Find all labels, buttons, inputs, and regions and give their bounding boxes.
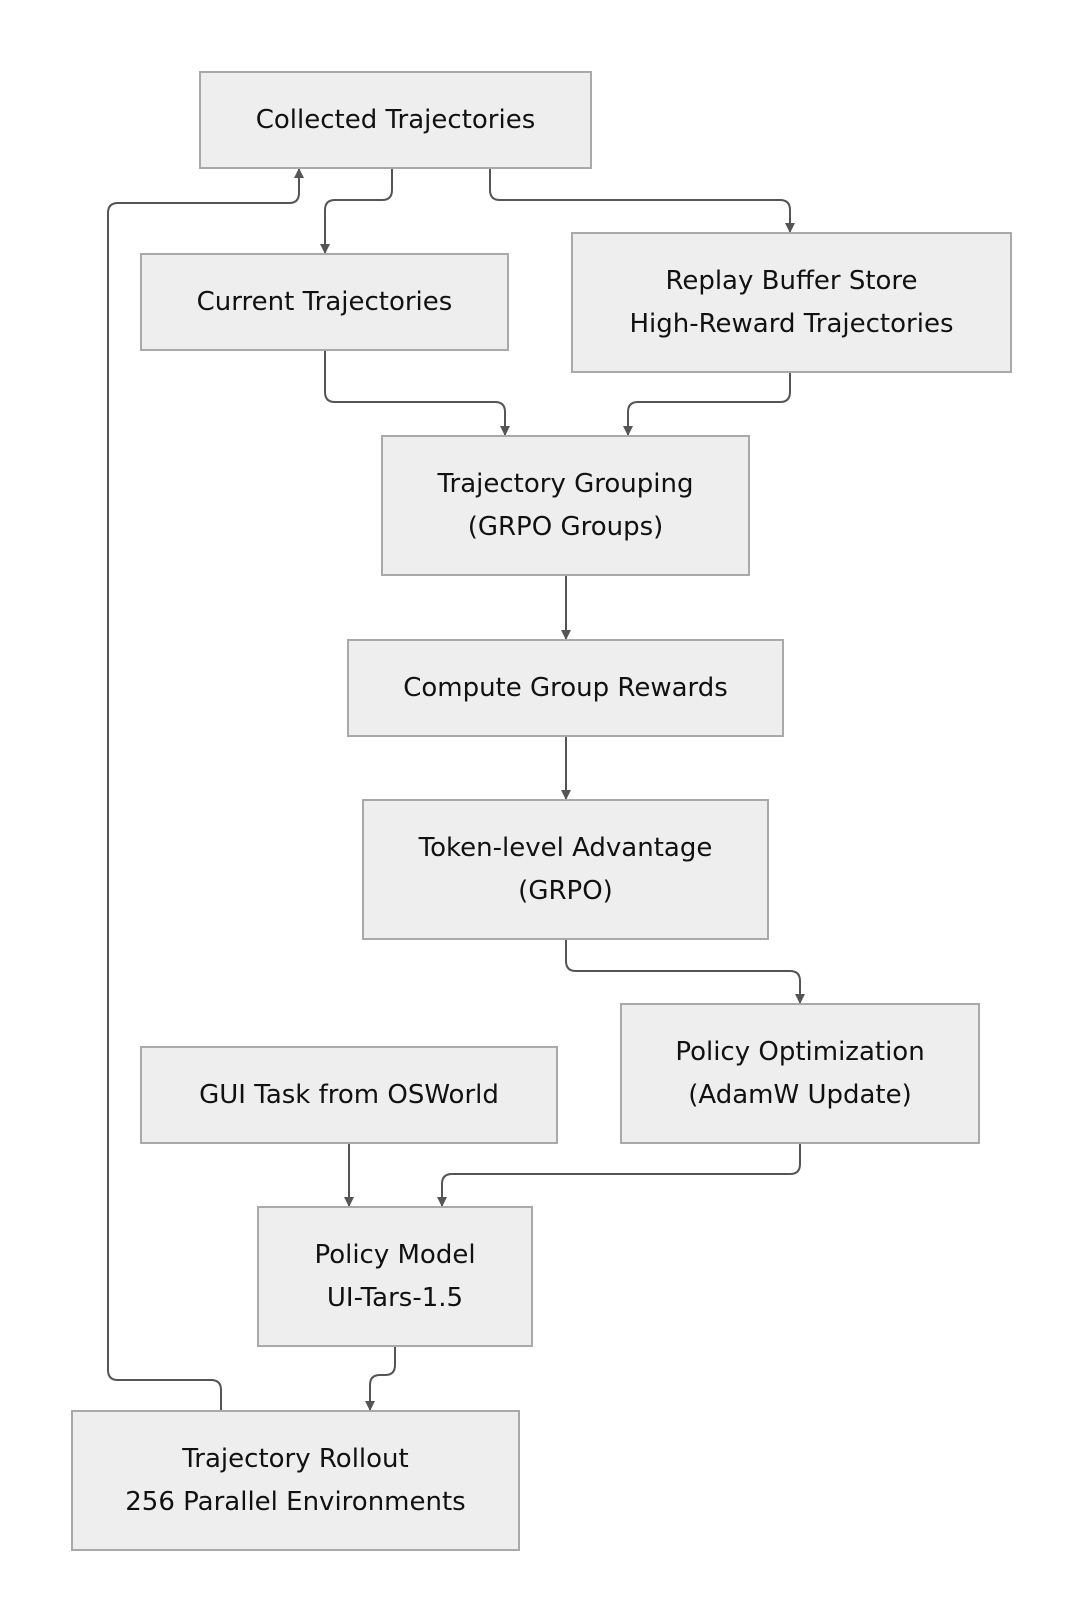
node-label-line1: Token-level Advantage	[418, 832, 713, 863]
node-policy-model: Policy Model UI-Tars-1.5	[257, 1206, 533, 1347]
node-gui-task: GUI Task from OSWorld	[140, 1046, 558, 1144]
node-label-line2: (GRPO)	[518, 875, 613, 906]
node-label-line1: Policy Optimization	[675, 1036, 925, 1067]
node-trajectory-rollout: Trajectory Rollout 256 Parallel Environm…	[71, 1410, 520, 1551]
edge-collected-to-replay	[489, 169, 795, 233]
node-label-line2: 256 Parallel Environments	[125, 1486, 466, 1517]
edge-policymod-to-rollout	[365, 1347, 396, 1411]
node-compute-group-rewards: Compute Group Rewards	[347, 639, 784, 737]
edge-token-to-policyopt	[565, 940, 805, 1004]
node-label-line1: Trajectory Rollout	[182, 1443, 409, 1474]
node-label-line2: (AdamW Update)	[688, 1079, 912, 1110]
node-label: Current Trajectories	[196, 286, 453, 317]
edge-replay-to-grouping	[623, 373, 791, 436]
edge-current-to-grouping	[324, 351, 510, 436]
node-label: GUI Task from OSWorld	[199, 1079, 499, 1110]
node-label-line1: Replay Buffer Store	[665, 265, 918, 296]
node-replay-buffer-store: Replay Buffer Store High-Reward Trajecto…	[571, 232, 1012, 373]
node-label-line1: Trajectory Grouping	[437, 468, 694, 499]
node-label: Compute Group Rewards	[403, 672, 728, 703]
node-current-trajectories: Current Trajectories	[140, 253, 509, 351]
node-policy-optimization: Policy Optimization (AdamW Update)	[620, 1003, 980, 1144]
node-label-line2: UI-Tars-1.5	[326, 1282, 464, 1313]
edge-rollout-to-collected	[107, 168, 304, 1410]
edge-collected-to-current	[320, 169, 393, 254]
node-token-level-advantage: Token-level Advantage (GRPO)	[362, 799, 769, 940]
node-trajectory-grouping: Trajectory Grouping (GRPO Groups)	[381, 435, 750, 576]
node-label-line1: Policy Model	[314, 1239, 476, 1270]
node-label: Collected Trajectories	[255, 104, 536, 135]
node-collected-trajectories: Collected Trajectories	[199, 71, 592, 169]
edge-policyopt-to-policymod	[437, 1144, 801, 1207]
node-label-line2: High-Reward Trajectories	[629, 308, 954, 339]
node-label-line2: (GRPO Groups)	[467, 511, 664, 542]
